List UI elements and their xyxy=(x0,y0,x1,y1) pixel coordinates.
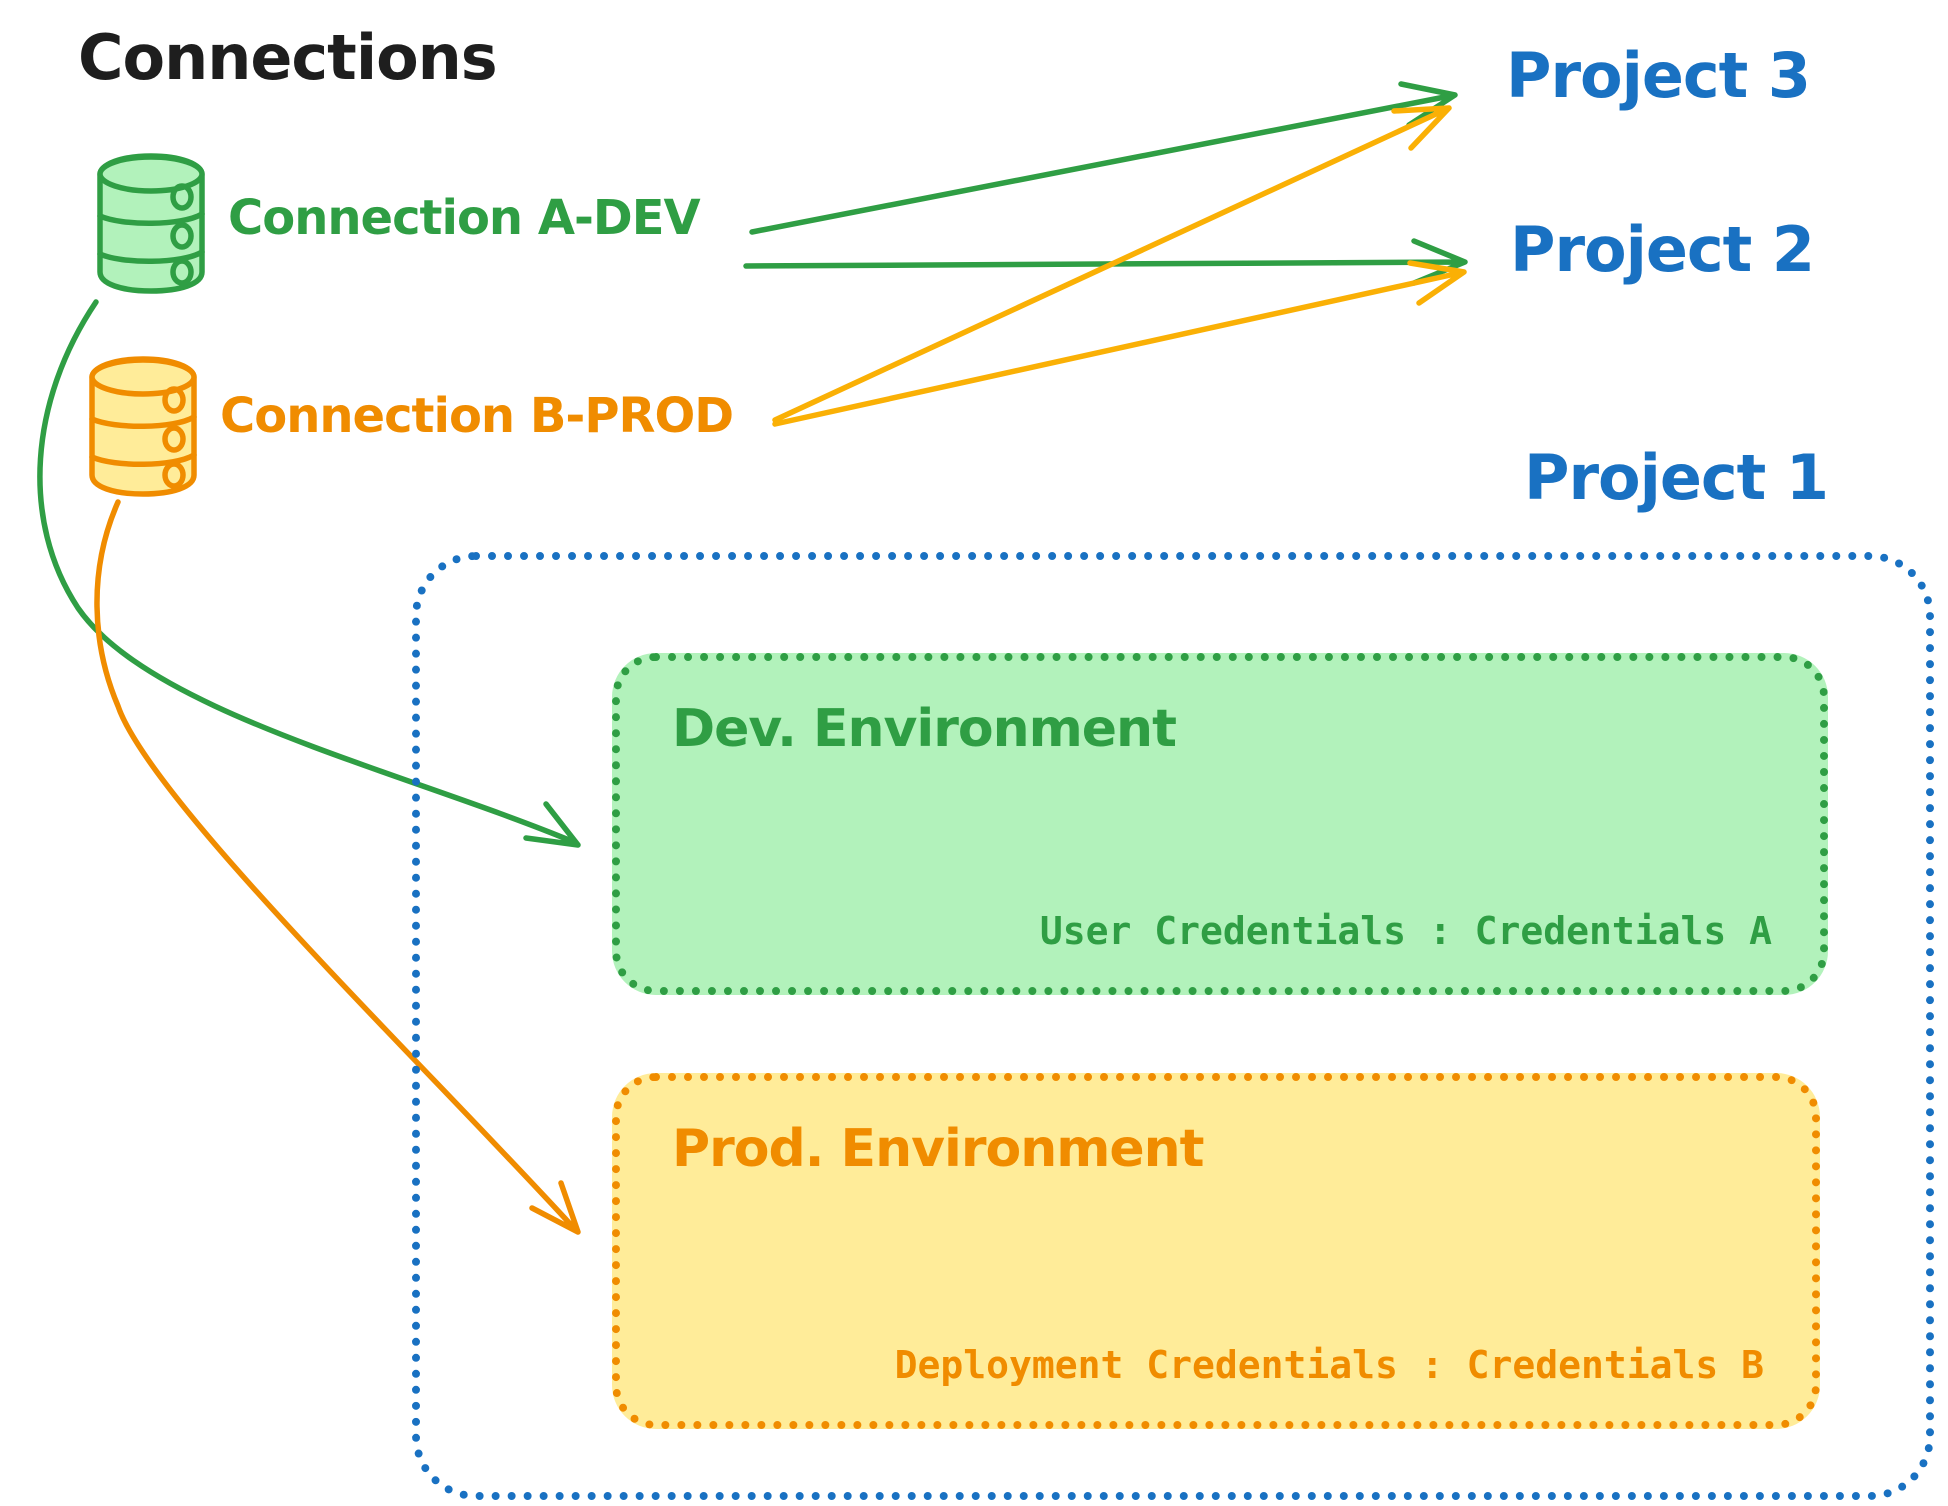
dev-environment-title: Dev. Environment xyxy=(672,699,1177,759)
project-2-label: Project 2 xyxy=(1510,213,1815,286)
connection-b-prod-label: Connection B-PROD xyxy=(220,388,734,444)
prod-environment-title: Prod. Environment xyxy=(672,1119,1205,1179)
prod-environment-box: Prod. Environment Deployment Credentials… xyxy=(612,1073,1820,1429)
arrow-b-prod-to-project3 xyxy=(772,105,1452,423)
arrow-a-dev-to-project3 xyxy=(749,81,1458,235)
prod-environment-credentials: Deployment Credentials : Credentials B xyxy=(894,1343,1764,1387)
connection-a-dev-label: Connection A-DEV xyxy=(228,190,701,246)
arrow-b-prod-to-prod-environment xyxy=(94,499,581,1235)
arrow-b-prod-to-project2 xyxy=(772,260,1467,427)
dev-environment-box: Dev. Environment User Credentials : Cred… xyxy=(612,653,1828,995)
project-1-label: Project 1 xyxy=(1524,441,1829,514)
project-1-container: Dev. Environment User Credentials : Cred… xyxy=(412,552,1934,1500)
arrow-a-dev-to-project2 xyxy=(743,238,1468,286)
database-icon xyxy=(89,356,197,497)
diagram-title: Connections xyxy=(78,21,498,94)
dev-environment-credentials: User Credentials : Credentials A xyxy=(1039,909,1772,953)
database-icon xyxy=(97,153,205,294)
project-3-label: Project 3 xyxy=(1506,39,1811,112)
